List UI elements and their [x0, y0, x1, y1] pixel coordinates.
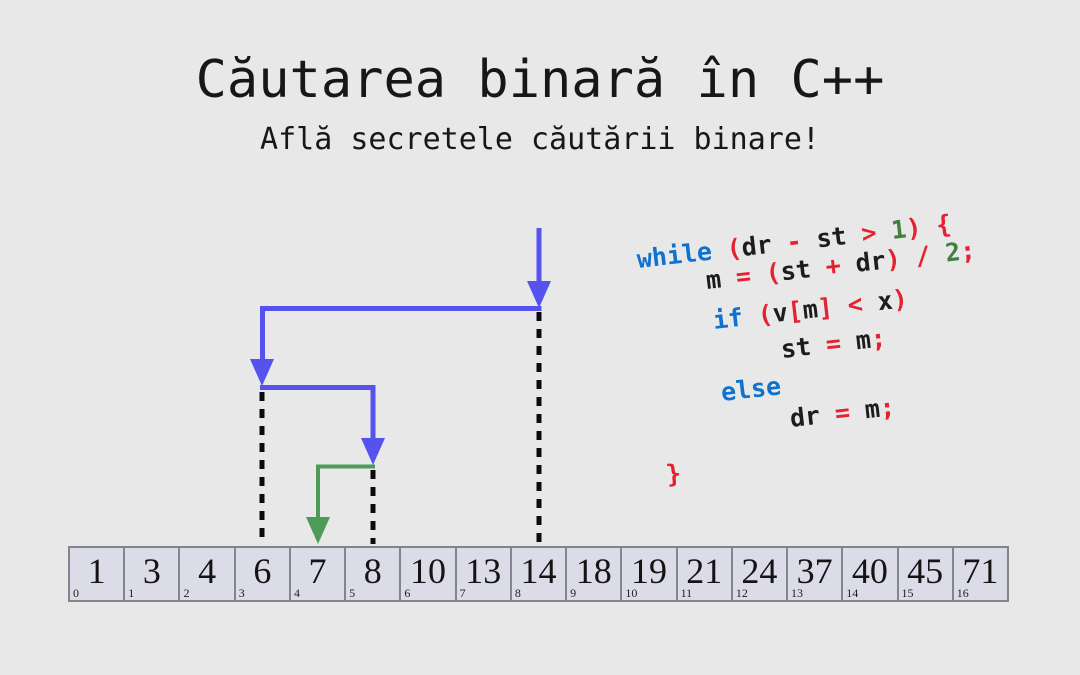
page-subtitle: Află secretele căutării binare!: [260, 122, 820, 157]
cell-value: 18: [575, 551, 612, 591]
page-title: Căutarea binară în C++: [195, 50, 885, 110]
code-token: = (: [719, 257, 783, 294]
arrow-down-icon: [250, 359, 274, 386]
code-token: dr: [740, 229, 774, 262]
cell-value: 4: [198, 551, 217, 591]
cell-index: 1: [128, 586, 135, 600]
code-line: dr = m;: [788, 392, 897, 433]
cell-value: 13: [465, 551, 502, 591]
arrow-down-icon: [306, 517, 330, 544]
cell-value: 71: [962, 551, 999, 591]
code-token: dr: [788, 400, 822, 433]
cell-index: 4: [293, 586, 300, 600]
blue-search-path: [250, 228, 551, 465]
cell-value: 19: [630, 551, 667, 591]
cell-index: 10: [625, 586, 638, 600]
cell-value: 10: [410, 551, 447, 591]
code-token: <: [831, 287, 880, 322]
cell-index: 16: [956, 586, 969, 600]
code-line: else: [719, 371, 783, 407]
code-token: st: [779, 331, 813, 364]
code-token: ;: [878, 392, 897, 423]
cell-value: 6: [253, 551, 272, 591]
cell-index: 2: [183, 586, 190, 600]
code-token: st: [779, 254, 813, 287]
code-token: ): [890, 283, 910, 315]
code-token: =: [809, 326, 858, 361]
cell-index: 3: [238, 586, 245, 600]
code-token: dr: [853, 245, 888, 278]
cell-index: 14: [846, 586, 859, 600]
cell-index: 11: [680, 586, 693, 600]
cell-value: 7: [308, 551, 327, 591]
cell-index: 12: [735, 586, 748, 600]
cell-index: 5: [349, 586, 356, 600]
cell-value: 1: [87, 551, 106, 591]
cell-value: 45: [907, 551, 944, 591]
cell-index: 15: [901, 586, 914, 600]
code-token: =: [818, 395, 867, 430]
arrow-down-icon: [527, 281, 551, 308]
code-token: +: [809, 249, 858, 283]
code-token: while: [635, 236, 714, 274]
code-line: st = m;: [779, 323, 888, 364]
cell-value: 14: [520, 551, 557, 591]
cell-index: 13: [791, 586, 804, 600]
cell-index: 6: [404, 586, 411, 600]
cell-index: 8: [514, 586, 521, 600]
code-token: }: [664, 458, 683, 489]
code-token: else: [719, 371, 783, 407]
cell-value: 40: [851, 551, 888, 591]
code-token: if: [711, 302, 745, 335]
cell-value: 24: [741, 551, 778, 591]
cell-value: 8: [363, 551, 382, 591]
code-line: }: [664, 458, 683, 489]
code-token: (: [741, 299, 775, 332]
cell-index: 9: [570, 586, 577, 600]
cell-value: 3: [142, 551, 161, 591]
green-found-path: [306, 464, 375, 544]
cell-index: 0: [73, 586, 79, 600]
code-token: st: [814, 221, 849, 254]
cell-value: 21: [686, 551, 723, 591]
code-token: ;: [869, 323, 888, 354]
code-token: ) /: [883, 238, 947, 275]
code-token: ;: [958, 235, 977, 266]
cell-value: 37: [796, 551, 833, 591]
cell-index: 7: [459, 586, 466, 600]
arrow-down-icon: [361, 438, 385, 465]
